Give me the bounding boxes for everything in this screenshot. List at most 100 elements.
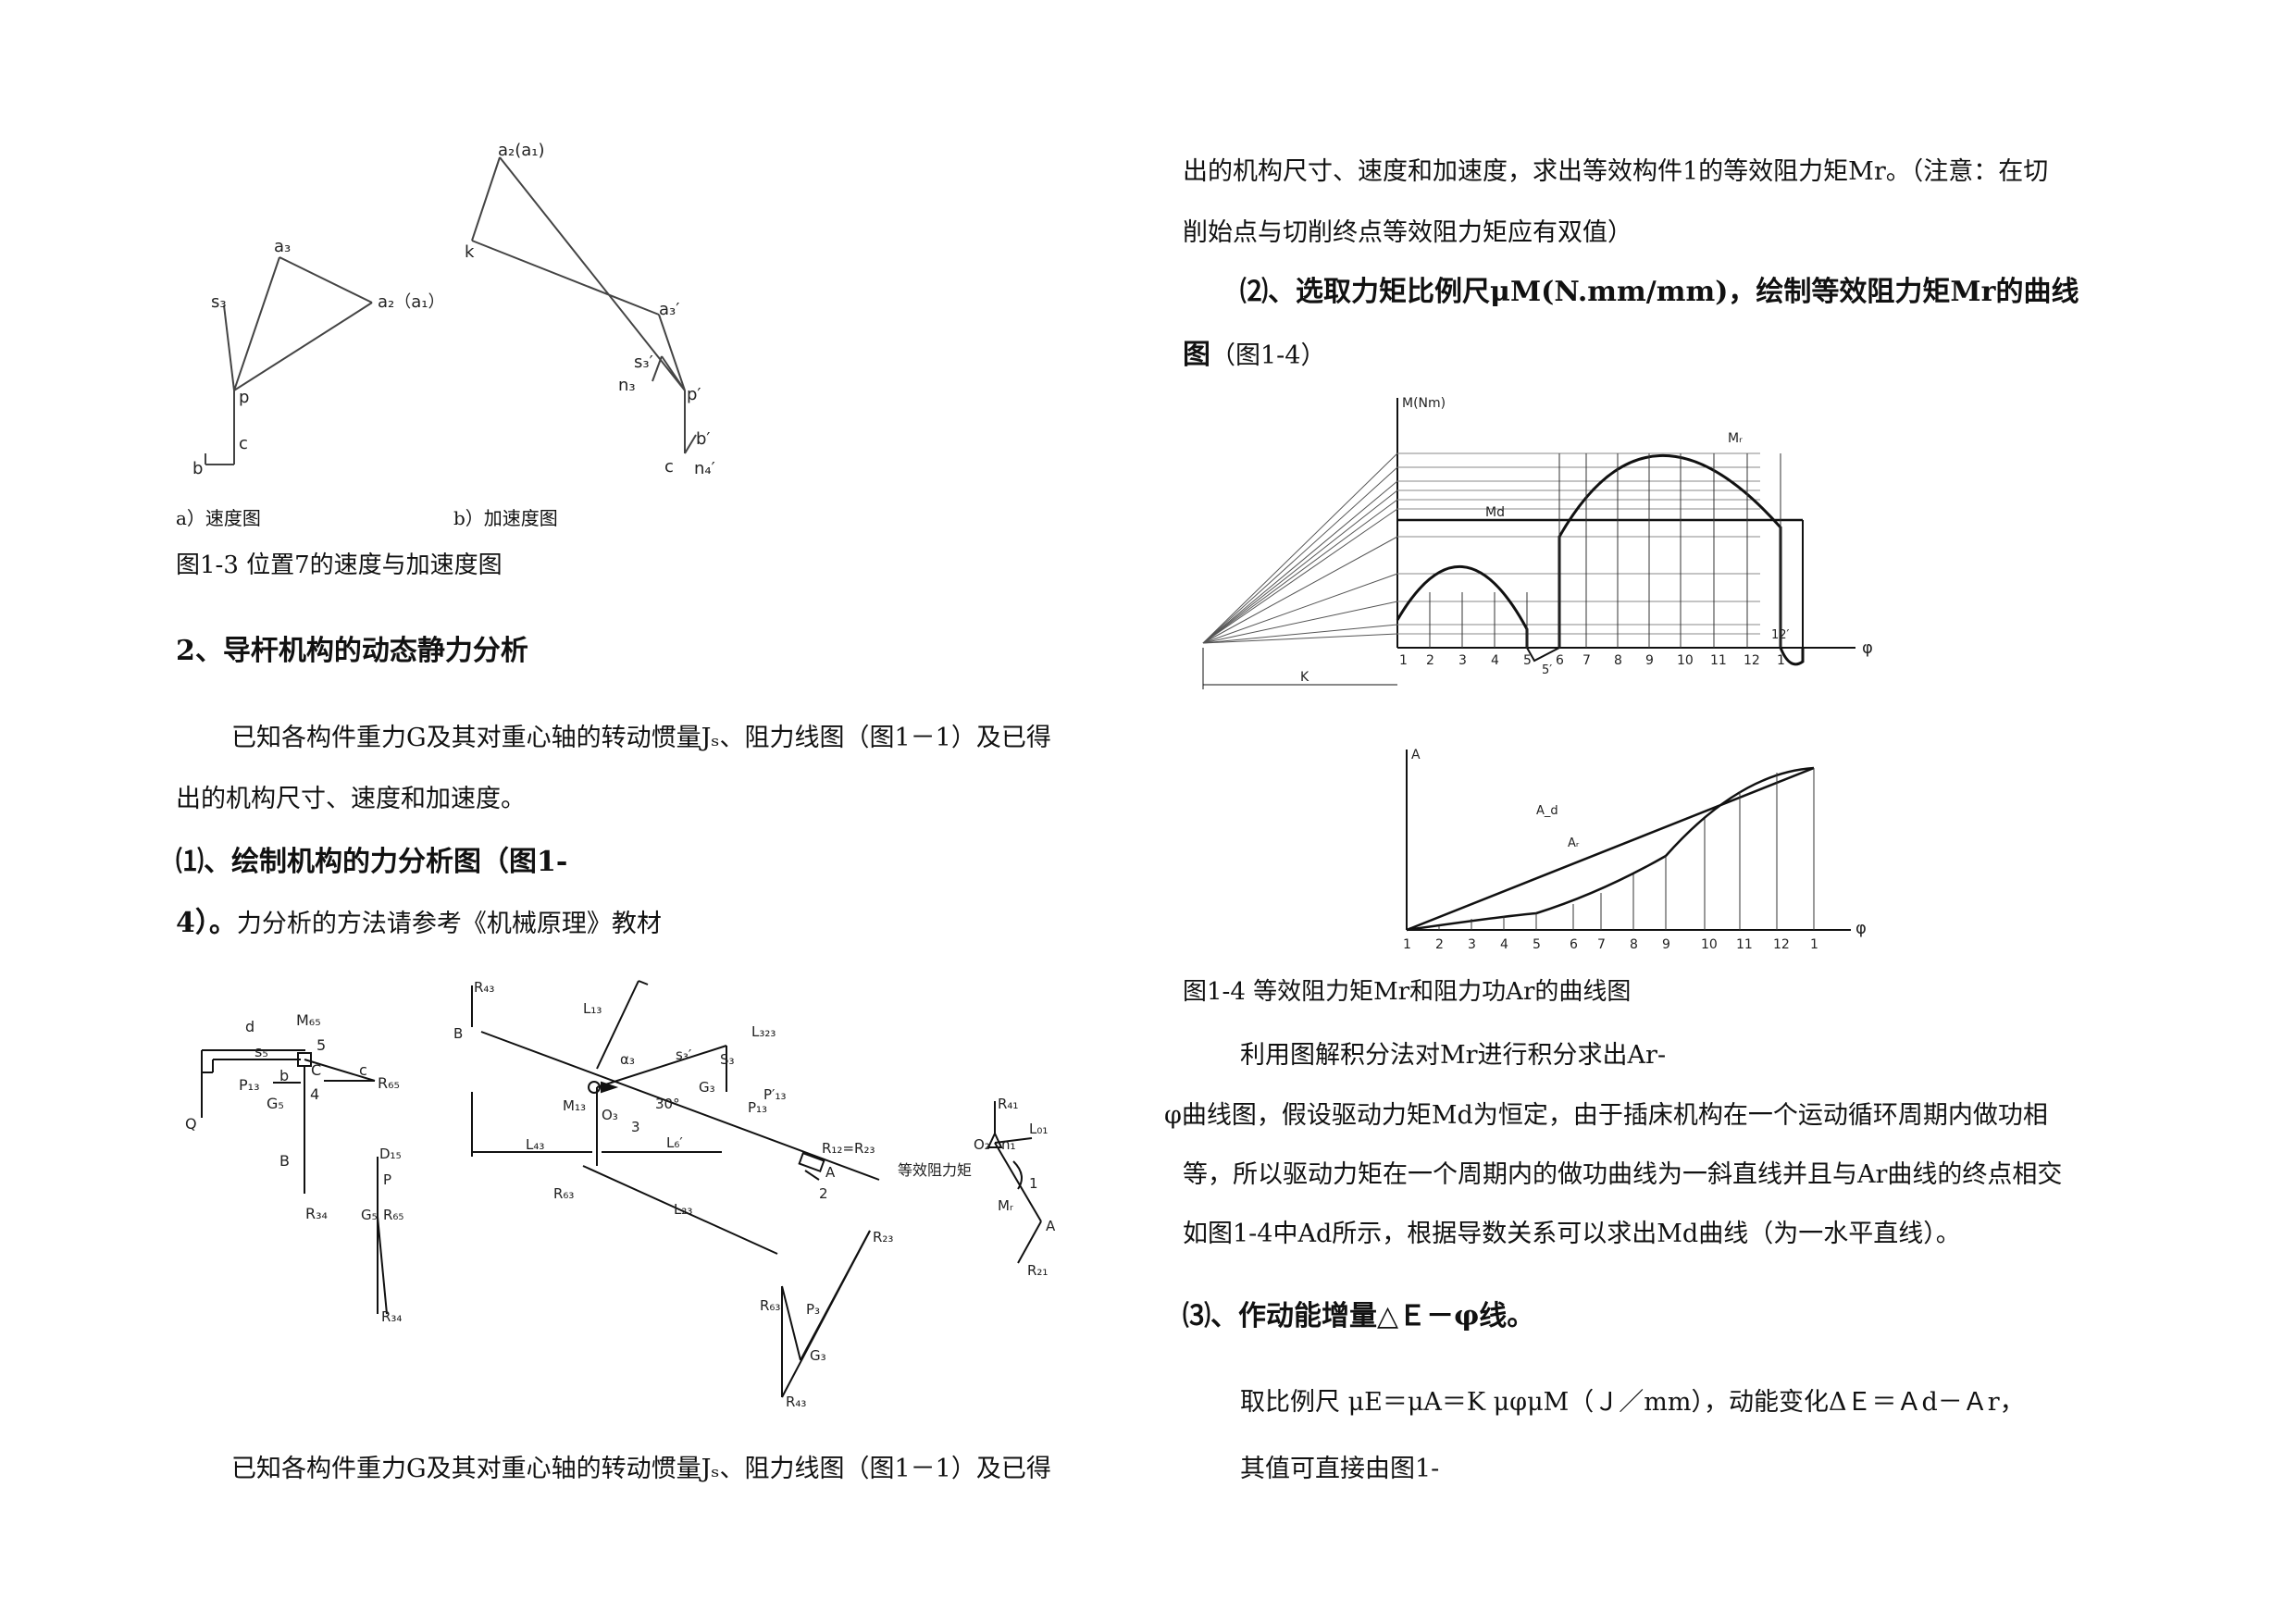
chart2-tick-label: 5 xyxy=(1533,937,1541,952)
force-c-l23: L₂₃ xyxy=(674,1201,692,1218)
step1-line1: ⑴、绘制机构的力分析图（图1- xyxy=(176,846,568,878)
force-c-l323: L₃₂₃ xyxy=(751,1023,776,1040)
chart2-tick-label: 4 xyxy=(1500,937,1508,952)
chart2-tick-label: 10 xyxy=(1701,937,1718,952)
force-a-5: 5 xyxy=(316,1036,326,1054)
cont-line1: 出的机构尺寸、速度和加速度，求出等效构件1的等效阻力矩Mr。（注意：在切 xyxy=(1183,157,2049,186)
force-a-g5: G₅ xyxy=(267,1095,284,1112)
chart1-fan-line xyxy=(1202,601,1398,644)
chart2-tick-label: 8 xyxy=(1630,937,1638,952)
chart1-tick-label: 6 xyxy=(1556,653,1564,668)
force-e-g3: G₃ xyxy=(810,1347,826,1364)
chart1-mr-dip xyxy=(1526,647,1560,663)
step1-line2: 4）。力分析的方法请参考《机械原理》教材 xyxy=(176,907,662,940)
force-c-r43: R₄₃ xyxy=(474,979,494,996)
chart1-tick-label: 1 xyxy=(1399,653,1408,668)
force-a-cdim: c xyxy=(359,1061,367,1079)
chart2-tick-label: 12 xyxy=(1773,937,1790,952)
chart2-tick-label: 1 xyxy=(1403,937,1411,952)
vel-label-b: b xyxy=(192,459,203,478)
p-int-line3: 等，所以驱动力矩在一个周期内的做功曲线为一斜直线并且与Ar曲线的终点相交 xyxy=(1183,1160,2063,1189)
force-e-r23: R₂₃ xyxy=(873,1229,893,1245)
force-c-l6: L₆′ xyxy=(666,1134,683,1151)
force-d-1: 1 xyxy=(1029,1175,1038,1192)
force-b-r65: R₆₅ xyxy=(383,1207,403,1223)
force-c-g3: G₃ xyxy=(699,1079,715,1096)
force-c-b: B xyxy=(453,1025,463,1042)
force-e-p3: P₃ xyxy=(806,1301,820,1318)
chart1-mr-arch xyxy=(1558,453,1782,648)
chart2-tick-label: 9 xyxy=(1662,937,1670,952)
chart1-tick-label: 2 xyxy=(1426,653,1434,668)
chart2-ar-label: Aᵣ xyxy=(1568,836,1580,850)
chart1-fan-line xyxy=(1202,499,1398,644)
vel-label-p: p xyxy=(239,388,249,407)
chart1-tick-12p: 12′ xyxy=(1771,628,1790,642)
chart1-mr-tail xyxy=(1779,647,1805,666)
force-c-p13: P₁₃ xyxy=(748,1099,767,1116)
acc-label-n4: n₄′ xyxy=(694,459,715,478)
acc-label-a3p: a₃′ xyxy=(659,300,679,319)
force-c-2: 2 xyxy=(819,1185,828,1202)
chart2-ad-label: A_d xyxy=(1536,804,1558,818)
chart2-tick-label: 6 xyxy=(1570,937,1578,952)
chart2-tick-label: 7 xyxy=(1597,937,1606,952)
force-d-n1: n₁ xyxy=(1001,1136,1016,1153)
chart1-md-label: Md xyxy=(1485,505,1505,520)
chart1-tick-label: 5 xyxy=(1523,653,1532,668)
force-diagram-slider: d M₆₅ s₅ 5 C P₁₃ b c G₅ 4 R₆₅ Q B R₃₄ xyxy=(185,1011,400,1222)
force-d-a: A xyxy=(1046,1218,1056,1234)
velocity-diagram: a₃ a₂（a₁） s₃ p c b xyxy=(192,237,445,478)
force-a-p13: P₁₃ xyxy=(239,1076,259,1094)
force-a-d: d xyxy=(245,1018,254,1035)
para1-line2: 出的机构尺寸、速度和加速度。 xyxy=(176,785,526,813)
cont-line2: 削始点与切削终点等效阻力矩应有双值） xyxy=(1183,218,1632,247)
force-d-mr: Mᵣ xyxy=(998,1197,1013,1214)
chart2-tick-label: 11 xyxy=(1736,937,1753,952)
force-e-r43: R₄₃ xyxy=(786,1394,806,1410)
force-c-r63: R₆₃ xyxy=(553,1185,574,1202)
force-a-s5: s₅ xyxy=(254,1043,268,1060)
force-c-s3: S₃ xyxy=(720,1051,735,1068)
force-d-r41: R₄₁ xyxy=(998,1096,1018,1112)
chart2-ad-line xyxy=(1406,766,1815,932)
force-diagram-crank: R₄₁ O₂ n₁ L₀₁ 等效阻力矩 1 Mᵣ A R₂₁ xyxy=(898,1096,1056,1279)
force-a-bpt: B xyxy=(279,1152,290,1170)
vel-label-a3: a₃ xyxy=(274,237,291,256)
force-c-r12: R₁₂=R₂₃ xyxy=(822,1140,875,1157)
acc-label-pp: p′ xyxy=(687,385,701,404)
force-d-o2: O₂ xyxy=(974,1136,990,1153)
acceleration-diagram: a₂(a₁) k a₃′ s₃′ n₃ p′ b′ c n₄′ xyxy=(465,141,715,478)
force-c-s3p: s₃′ xyxy=(676,1047,692,1063)
force-a-c: C xyxy=(311,1061,321,1079)
p-int-line2: φ曲线图，假设驱动力矩Md为恒定，由于插床机构在一个运动循环周期内做功相 xyxy=(1164,1101,2048,1130)
force-c-o3: O₃ xyxy=(602,1107,618,1123)
force-b-g5: G₅ xyxy=(361,1207,378,1223)
scale-line: 取比例尺 μE＝μA＝K μφμM（Ｊ／mm），动能变化ΔＥ＝Ａd－Ａr， xyxy=(1240,1388,2025,1417)
force-a-r34: R₃₄ xyxy=(305,1205,328,1222)
force-a-b: b xyxy=(279,1067,289,1084)
chart2-ylabel: A xyxy=(1411,748,1421,762)
step2-line2-bold: 图 xyxy=(1183,339,1210,371)
para2-line1: 已知各构件重力G及其对重心轴的转动惯量Jₛ、阻力线图（图1－1）及已得 xyxy=(231,1455,1051,1483)
force-b-r34: R₃₄ xyxy=(381,1308,402,1325)
chart1-k-label: K xyxy=(1300,670,1309,685)
force-c-l13: L₁₃ xyxy=(583,1000,602,1017)
section2-heading: 2、导杆机构的动态静力分析 xyxy=(176,635,528,667)
para1-line1: 已知各构件重力G及其对重心轴的转动惯量Jₛ、阻力线图（图1－1）及已得 xyxy=(231,724,1051,752)
chart1-tick-label: 4 xyxy=(1491,653,1499,668)
force-c-30: 30° xyxy=(655,1096,680,1112)
chart1-tick-5p: 5′ xyxy=(1542,663,1552,677)
fig14-caption: 图1-4 等效阻力矩Mr和阻力功Ar的曲线图 xyxy=(1183,978,1632,1006)
force-d-l01: L₀₁ xyxy=(1029,1121,1048,1137)
chart1-tick-label: 12 xyxy=(1744,653,1760,668)
force-d-dengxiao: 等效阻力矩 xyxy=(898,1161,972,1179)
fig13-caption: 图1-3 位置7的速度与加速度图 xyxy=(176,551,503,579)
vel-label-s3: s₃ xyxy=(211,292,227,312)
chart1-tick-label: 8 xyxy=(1614,653,1622,668)
chart1-fan-line xyxy=(1202,624,1398,644)
fig13-sub-b: b）加速度图 xyxy=(453,507,558,529)
chart1-fan-line xyxy=(1202,633,1398,644)
